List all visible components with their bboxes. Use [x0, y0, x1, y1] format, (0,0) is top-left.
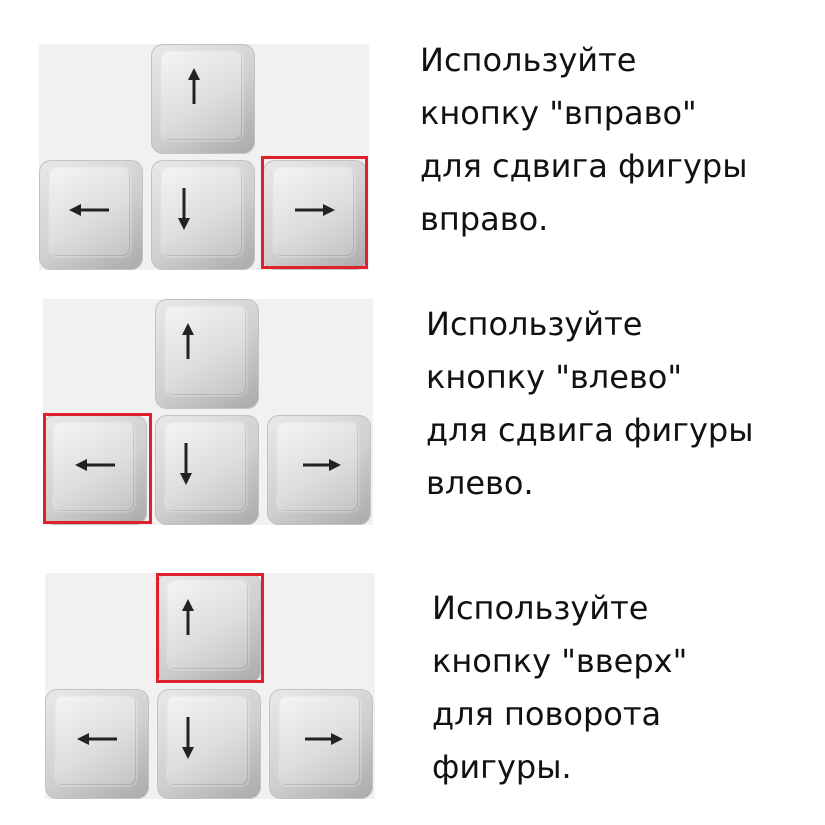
left-arrow-key[interactable] [45, 689, 149, 799]
caption-line: для сдвига фигуры [420, 147, 748, 185]
down-arrow-key[interactable] [155, 415, 259, 525]
arrow-right-icon [295, 204, 335, 216]
caption-line: Используйте [432, 589, 649, 627]
caption-up: Используйте кнопку "вверх" для поворота … [432, 582, 687, 794]
caption-line: кнопку "вверх" [432, 642, 688, 680]
caption-line: Используйте [420, 41, 637, 79]
caption-line: для поворота [432, 695, 662, 733]
arrow-down-icon [178, 188, 190, 230]
arrow-keys-pad-3 [45, 573, 375, 799]
arrow-left-icon [69, 204, 109, 216]
highlight-right-key [261, 156, 368, 269]
down-arrow-key[interactable] [157, 689, 261, 799]
arrow-left-icon [75, 459, 115, 471]
caption-right: Используйте кнопку "вправо" для сдвига ф… [420, 34, 747, 246]
arrow-left-icon [77, 733, 117, 745]
arrow-right-icon [305, 733, 343, 745]
caption-line: кнопку "вправо" [420, 94, 697, 132]
left-arrow-key[interactable] [43, 415, 147, 525]
arrow-keys-pad-2 [43, 299, 373, 525]
highlight-left-key [43, 413, 152, 524]
caption-line: фигуры. [432, 748, 572, 786]
caption-line: для сдвига фигуры [426, 411, 754, 449]
highlight-up-key [156, 573, 264, 683]
caption-line: кнопку "влево" [426, 358, 683, 396]
up-arrow-key[interactable] [155, 299, 259, 409]
arrow-down-icon [180, 443, 192, 485]
up-arrow-key[interactable] [157, 573, 261, 683]
caption-line: вправо. [420, 200, 549, 238]
up-arrow-key[interactable] [151, 44, 255, 154]
arrow-down-icon [182, 717, 194, 759]
caption-line: Используйте [426, 305, 643, 343]
arrow-up-icon [182, 599, 194, 635]
arrow-right-icon [303, 459, 341, 471]
right-arrow-key[interactable] [267, 415, 371, 525]
right-arrow-key[interactable] [269, 689, 373, 799]
down-arrow-key[interactable] [151, 160, 255, 270]
arrow-keys-pad-1 [39, 44, 369, 270]
caption-line: влево. [426, 464, 534, 502]
right-arrow-key[interactable] [263, 160, 367, 270]
caption-left: Используйте кнопку "влево" для сдвига фи… [426, 298, 753, 510]
left-arrow-key[interactable] [39, 160, 143, 270]
arrow-up-icon [182, 323, 194, 359]
arrow-up-icon [188, 68, 200, 104]
